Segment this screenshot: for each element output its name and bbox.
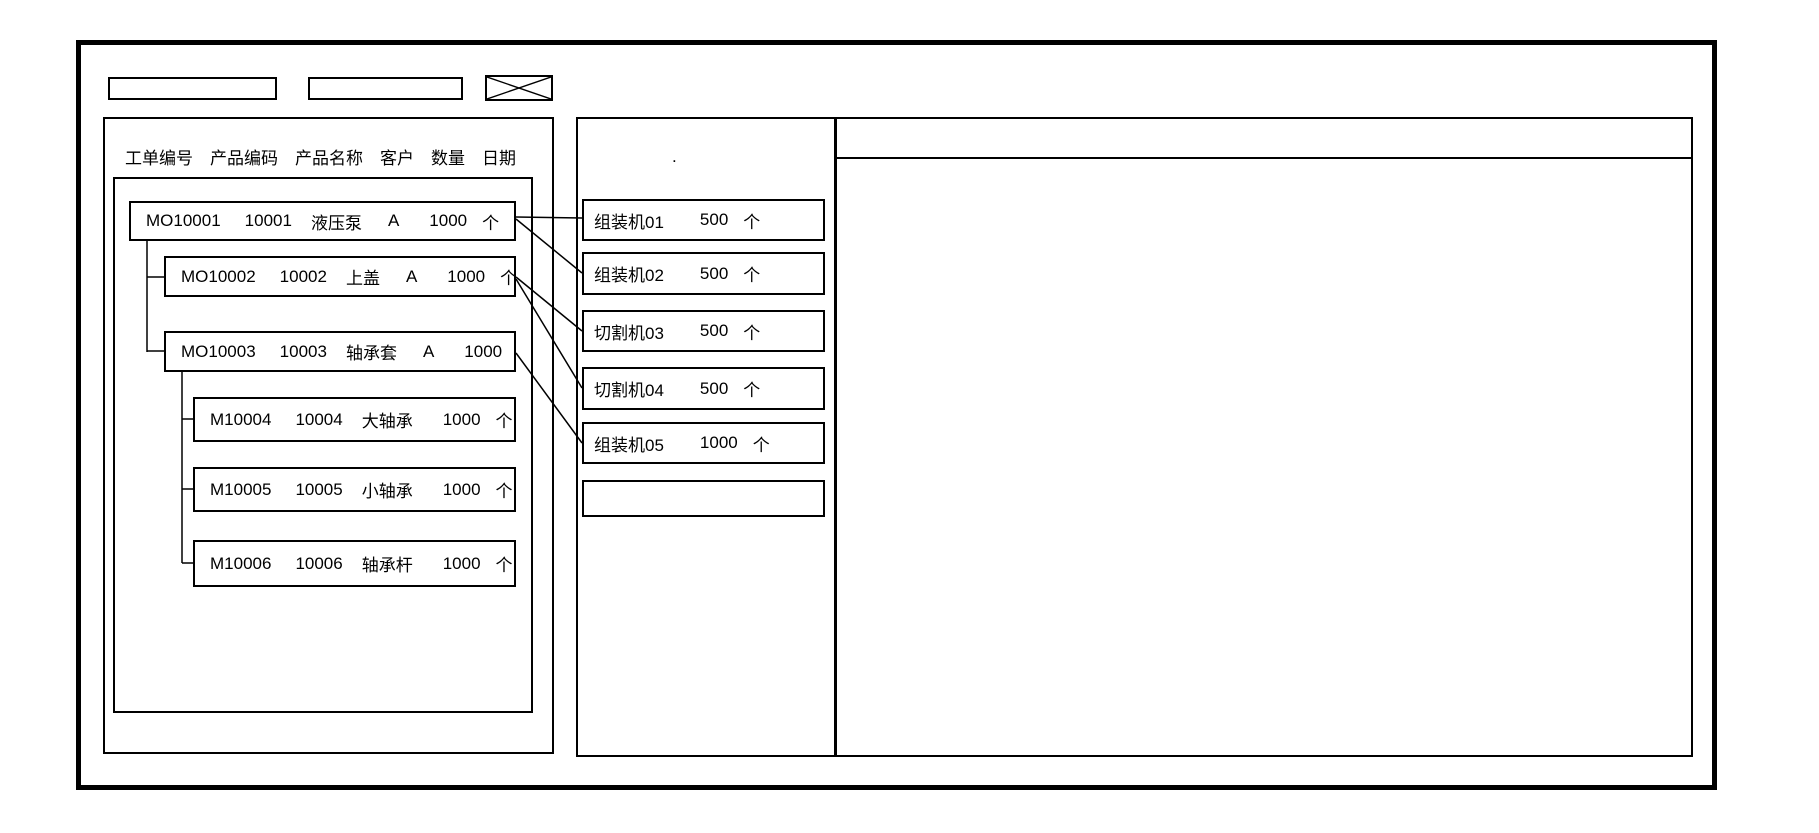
x-cross-icon — [487, 77, 551, 99]
order-box-MO10001[interactable]: MO10001 10001 液压泵 A 1000 个 — [129, 201, 516, 241]
order-no: M10005 — [210, 479, 272, 499]
product-code: 10006 — [295, 553, 343, 573]
customer: A — [387, 211, 400, 230]
unit: 个 — [495, 482, 513, 501]
machine-box-切割机04[interactable]: 切割机04 500 个 — [582, 367, 825, 410]
column-header: 产品编码 — [210, 148, 278, 168]
machine-name: 组装机01 — [594, 212, 664, 232]
order-box-MO10002[interactable]: MO10002 10002 上盖 A 1000 个 — [164, 256, 516, 297]
order-no: M10006 — [210, 553, 272, 573]
order-no: MO10002 — [181, 266, 256, 286]
order-no: M10004 — [210, 409, 272, 429]
unit: 个 — [752, 435, 770, 455]
detail-panel — [835, 117, 1693, 757]
product-code: 10003 — [279, 341, 327, 361]
product-code: 10002 — [279, 266, 327, 286]
product-name: 小轴承 — [361, 482, 413, 501]
toolbar-field-1[interactable] — [108, 77, 277, 100]
quantity: 1000 — [464, 341, 503, 361]
machine-box-empty[interactable] — [582, 480, 825, 517]
column-header: 客户 — [380, 148, 414, 168]
product-name: 轴承杆 — [361, 556, 413, 575]
order-no: MO10001 — [146, 211, 221, 230]
customer: A — [405, 266, 418, 286]
detail-panel-divider — [837, 157, 1691, 159]
orders-column-header-row: 工单编号产品编码产品名称客户数量日期 — [125, 143, 545, 169]
order-box-M10006[interactable]: M10006 10006 轴承杆 1000 个 — [193, 540, 516, 587]
machine-name: 切割机04 — [594, 381, 664, 400]
product-code: 10001 — [244, 211, 292, 230]
product-name: 大轴承 — [361, 412, 413, 431]
product-code: 10005 — [295, 479, 343, 499]
machine-box-组装机02[interactable]: 组装机02 500 个 — [582, 252, 825, 295]
unit: 个 — [482, 213, 500, 233]
unit: 个 — [743, 381, 761, 400]
product-name: 轴承套 — [345, 344, 397, 363]
order-no: MO10003 — [181, 341, 256, 361]
order-box-M10005[interactable]: M10005 10005 小轴承 1000 个 — [193, 467, 516, 512]
product-code: 10004 — [295, 409, 343, 429]
unit: 个 — [743, 323, 761, 343]
column-header: 工单编号 — [125, 148, 193, 168]
unit: 个 — [743, 266, 761, 285]
toolbar-field-2[interactable] — [308, 77, 463, 100]
quantity: 1000 — [442, 409, 481, 429]
machine-quantity: 1000 — [699, 433, 738, 452]
quantity: 1000 — [429, 211, 468, 230]
order-box-MO10003[interactable]: MO1000310003轴承套A1000个 — [164, 331, 516, 372]
quantity: 1000 — [442, 553, 481, 573]
machine-quantity: 500 — [699, 210, 729, 229]
unit: 个 — [500, 269, 516, 288]
machine-box-组装机05[interactable]: 组装机05 1000 个 — [582, 422, 825, 464]
order-box-M10004[interactable]: M10004 10004 大轴承 1000 个 — [193, 397, 516, 442]
machine-box-组装机01[interactable]: 组装机01 500 个 — [582, 199, 825, 241]
unit: 个 — [495, 412, 513, 431]
machine-name: 组装机02 — [594, 266, 664, 285]
machine-quantity: 500 — [699, 263, 729, 283]
orders-tree-container — [113, 177, 533, 713]
close-button[interactable] — [485, 75, 553, 101]
machine-name: 切割机03 — [594, 323, 664, 343]
quantity: 1000 — [442, 479, 481, 499]
product-name: 上盖 — [345, 269, 380, 288]
product-name: 液压泵 — [310, 213, 362, 233]
window-frame — [76, 40, 1717, 790]
machine-box-切割机03[interactable]: 切割机03 500 个 — [582, 310, 825, 352]
column-header: 产品名称 — [295, 148, 363, 168]
unit: 个 — [495, 556, 513, 575]
quantity: 1000 — [447, 266, 486, 286]
stray-dot: . — [672, 147, 677, 166]
column-header: 日期 — [482, 148, 516, 168]
customer: A — [422, 341, 435, 361]
machine-name: 组装机05 — [594, 435, 664, 455]
column-header: 数量 — [431, 148, 465, 168]
unit: 个 — [743, 212, 761, 232]
machine-quantity: 500 — [699, 378, 729, 398]
machine-quantity: 500 — [699, 321, 729, 340]
